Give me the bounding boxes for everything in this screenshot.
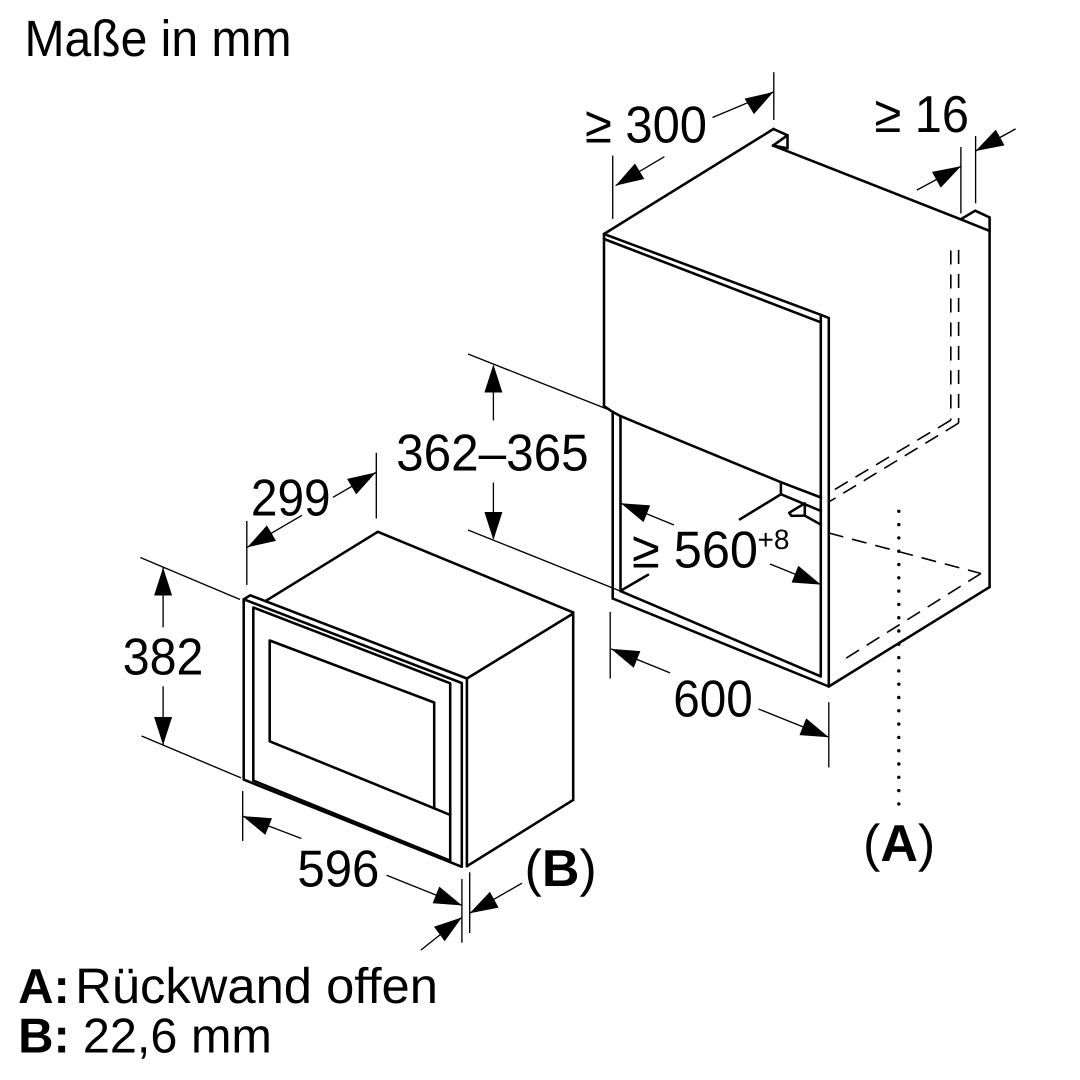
svg-text:≥ 560: ≥ 560 [632,521,758,579]
svg-text:596: 596 [297,841,379,899]
svg-text:22,6 mm: 22,6 mm [83,1009,272,1063]
svg-text:≥ 16: ≥ 16 [875,86,970,144]
svg-text:382: 382 [123,628,204,686]
svg-text:Rückwand offen: Rückwand offen [75,958,438,1014]
svg-text:B:: B: [18,1009,70,1063]
svg-text:+8: +8 [758,524,790,555]
svg-text:A:: A: [18,960,70,1014]
svg-text:Maße in mm: Maße in mm [25,10,292,67]
svg-text:≥ 300: ≥ 300 [585,96,707,154]
svg-text:(A): (A) [863,815,935,873]
svg-text:(B): (B) [525,840,597,898]
svg-text:362–365: 362–365 [396,424,589,482]
svg-text:299: 299 [251,470,331,528]
svg-text:600: 600 [673,671,753,729]
